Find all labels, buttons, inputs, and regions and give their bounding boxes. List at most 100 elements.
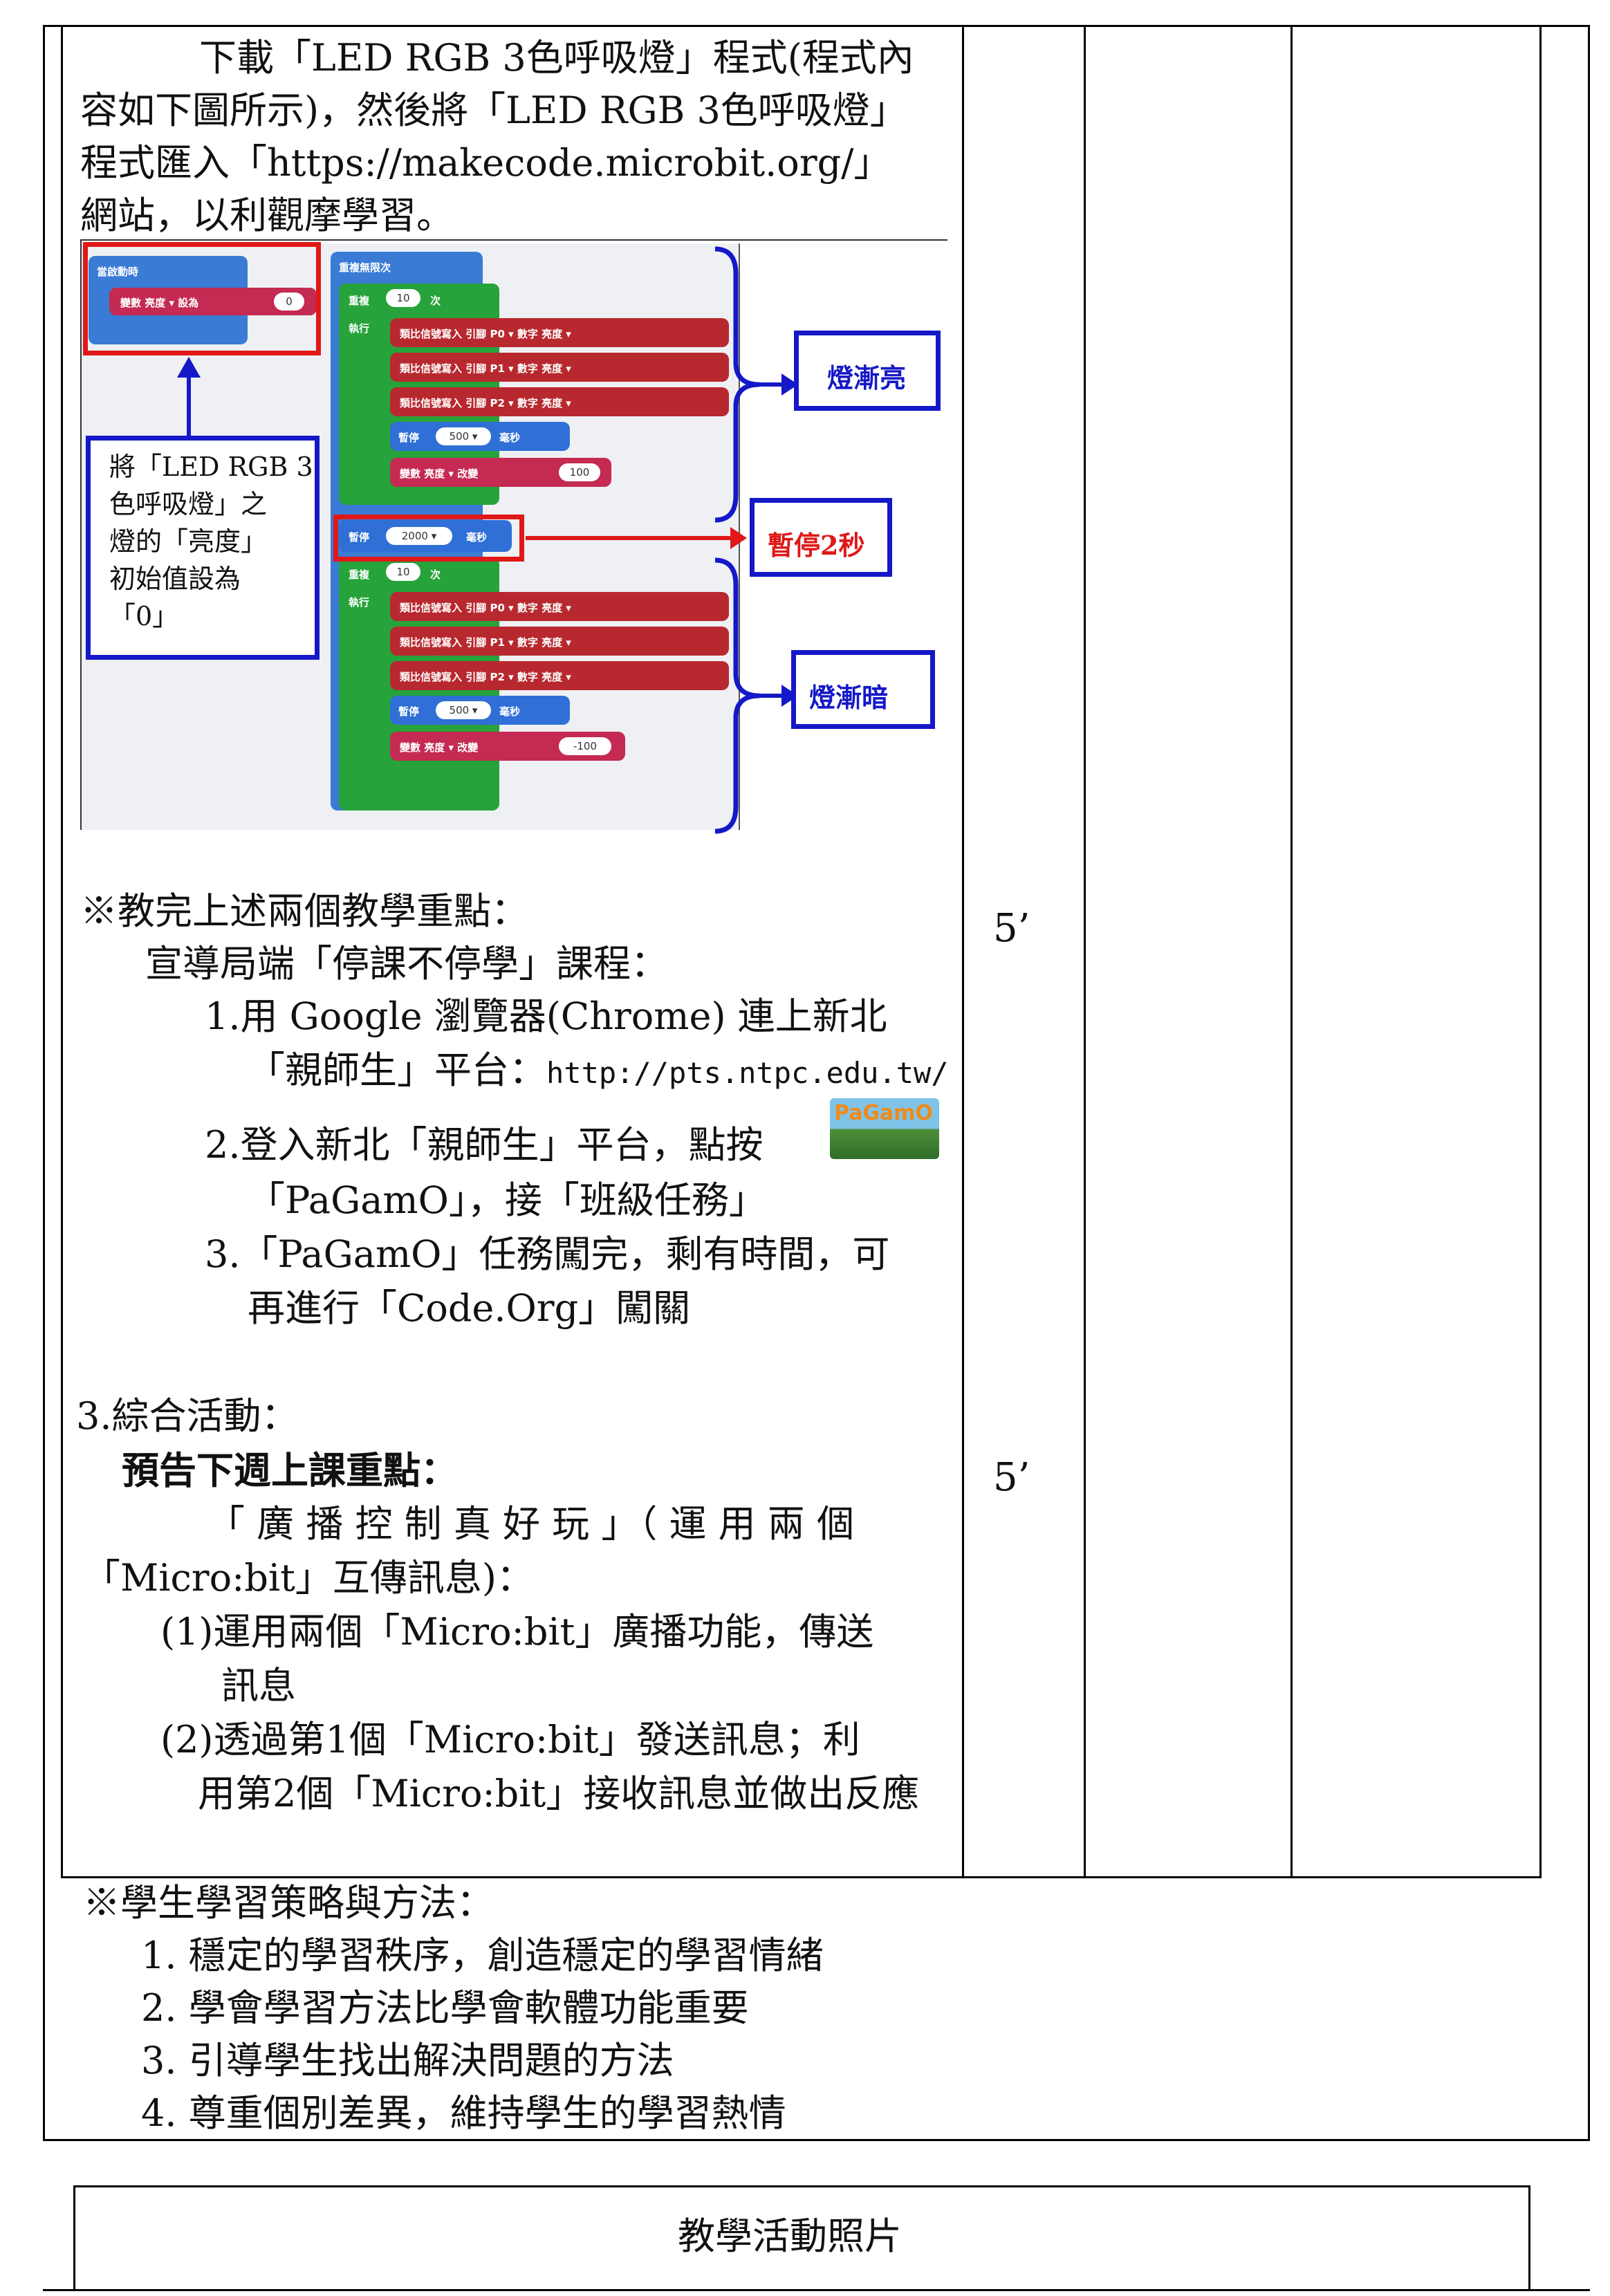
note-line-4: 初始值設為 (109, 564, 241, 594)
photo-box-top (73, 2185, 1530, 2187)
col-divider-1 (962, 25, 964, 1878)
photo-section-title: 教學活動照片 (678, 2214, 902, 2258)
page-bottom-border (43, 2289, 1590, 2291)
callout-dim-text: 燈漸暗 (809, 682, 889, 713)
strategy-item-2: 2. 學會學習方法比學會軟體功能重要 (141, 1986, 749, 2030)
repeat-1-label: 重複 (349, 295, 370, 307)
analog-write-p1-2-label: 類比信號寫入 引腳 P1 ▾ 數字 亮度 ▾ (400, 636, 571, 649)
analog-write-p0-1 (390, 318, 729, 347)
callout-dim-box (791, 650, 935, 729)
strategy-bottom-border (43, 2139, 1590, 2141)
pause-500-1-ms: 毫秒 (499, 432, 521, 444)
strategy-item-3: 3. 引導學生找出解決問題的方法 (141, 2039, 674, 2082)
callout-pause-text: 暫停2秒 (768, 530, 865, 561)
pause-500-2-ms: 毫秒 (499, 705, 521, 718)
note-line-3: 燈的「亮度」 (109, 526, 268, 557)
lesson-item2-a: 2.登入新北「親師生」平台，點按 (205, 1123, 764, 1167)
time-cell-1: 5’ (993, 906, 1030, 951)
analog-write-p0-2-label: 類比信號寫入 引腳 P0 ▾ 數字 亮度 ▾ (400, 602, 571, 614)
lesson-item1-b-text: 「親師生」平台： (248, 1048, 546, 1092)
set-variable-label: 變數 亮度 ▾ 設為 (120, 297, 199, 309)
analog-write-p2-1-label: 類比信號寫入 引腳 P2 ▾ 數字 亮度 ▾ (400, 397, 571, 409)
lesson-p1-a: (1)運用兩個「Micro:bit」廣播功能，傳送 (160, 1610, 874, 1654)
pagamo-logo-image: PaGamO (830, 1098, 939, 1159)
note-line-1: 將「LED RGB 3 (109, 452, 313, 482)
note-line-5: 「0」 (109, 601, 179, 631)
lesson-item1-b: 「親師生」平台：http://pts.ntpc.edu.tw/ (248, 1044, 949, 1100)
repeat-1-do: 執行 (349, 322, 370, 335)
highlight-on-start (83, 242, 321, 355)
lesson-topic-a: 「 廣 播 控 制 真 好 玩 」（ 運 用 兩 個 (207, 1502, 854, 1546)
repeat-2-label: 重複 (349, 568, 370, 581)
strategy-item-4: 4. 尊重個別差異，維持學生的學習熱情 (141, 2091, 786, 2135)
photo-box-left (73, 2185, 75, 2289)
lesson-p2-a: (2)透過第1個「Micro:bit」發送訊息；利 (160, 1718, 860, 1761)
arrow-pause-head (730, 527, 747, 549)
note-line-2: 色呼吸燈」之 (109, 489, 268, 519)
analog-write-p2-2-label: 類比信號寫入 引腳 P2 ▾ 數字 亮度 ▾ (400, 671, 571, 683)
lesson-item3-a: 3.「PaGamO」任務闖完，剩有時間，可 (205, 1232, 890, 1276)
intro-line-1: 下載「LED RGB 3色呼吸燈」程式(程式內 (199, 36, 914, 80)
pause-500-1-value: 500 ▾ (436, 427, 491, 445)
arrow-up-shaft (187, 373, 191, 437)
intro-line-2: 容如下圖所示)，然後將「LED RGB 3色呼吸燈」 (80, 89, 907, 132)
pagamo-logo-text: PaGamO (834, 1101, 934, 1125)
lesson-item2-b: 「PaGamO」，接「班級任務」 (248, 1178, 766, 1222)
change-up-label: 變數 亮度 ▾ 改變 (400, 467, 479, 480)
pause-500-2-value: 500 ▾ (436, 701, 491, 719)
change-up-value: 100 (559, 463, 600, 481)
pause-2000-value: 2000 ▾ (386, 527, 452, 545)
col-divider-2 (1084, 25, 1086, 1878)
lesson-topic-b: 「Micro:bit」互傳訊息)： (83, 1556, 534, 1600)
highlight-pause-2000 (333, 515, 524, 562)
lesson-summary: 3.綜合活動： (76, 1394, 299, 1438)
pause-500-1-label: 暫停 (398, 432, 420, 444)
image-left-rule (80, 239, 82, 830)
analog-write-p0-1-label: 類比信號寫入 引腳 P0 ▾ 數字 亮度 ▾ (400, 328, 571, 340)
row-bottom-border (61, 1876, 1542, 1878)
on-start-label: 當啟動時 (97, 266, 139, 278)
repeat-1-times: 10 (386, 289, 420, 307)
analog-write-p2-2 (390, 661, 729, 690)
photo-box-right (1528, 2185, 1530, 2289)
callout-brighten-box (794, 331, 941, 411)
inner-right-border (1539, 25, 1542, 1878)
outer-right-border (1588, 25, 1590, 2141)
pause-500-2-label: 暫停 (398, 705, 420, 718)
note-box (86, 436, 320, 660)
arrow-brighten-shaft (757, 382, 784, 387)
inner-left-border (61, 25, 63, 1878)
analog-write-p1-1 (390, 353, 729, 382)
repeat-2-do: 執行 (349, 596, 370, 609)
analog-write-p0-2 (390, 592, 729, 621)
repeat-1-unit: 次 (430, 295, 441, 307)
lesson-after: ※教完上述兩個教學重點： (80, 889, 528, 933)
change-down-label: 變數 亮度 ▾ 改變 (400, 741, 479, 754)
intro-line-4: 網站，以利觀摩學習。 (80, 194, 454, 237)
repeat-2-unit: 次 (430, 568, 441, 581)
arrow-up-head (177, 357, 201, 378)
lesson-item3-b: 再進行「Code.Org」闖關 (248, 1286, 691, 1330)
callout-pause-box (750, 498, 892, 577)
col-divider-3 (1290, 25, 1293, 1878)
strategy-title: ※學生學習策略與方法： (83, 1881, 494, 1925)
time-cell-2: 5’ (993, 1455, 1030, 1500)
analog-write-p2-1 (390, 387, 729, 416)
set-variable-value: 0 (274, 293, 304, 311)
lesson-preview: 預告下週上課重點： (122, 1448, 458, 1492)
lesson-p1-b: 訊息 (221, 1664, 296, 1707)
forever-label: 重複無限次 (339, 261, 391, 274)
lesson-promote: 宣導局端「停課不停學」課程： (145, 942, 668, 985)
callout-brighten-text: 燈漸亮 (827, 362, 907, 394)
lesson-item1-a: 1.用 Google 瀏覽器(Chrome) 連上新北 (205, 994, 887, 1038)
analog-write-p1-2 (390, 627, 729, 656)
pause-2000-label: 暫停 (349, 531, 370, 544)
strategy-item-1: 1. 穩定的學習秩序，創造穩定的學習情緒 (141, 1934, 824, 1977)
change-down-value: -100 (559, 737, 611, 755)
outer-left-border (43, 25, 45, 2141)
lesson-item1-url[interactable]: http://pts.ntpc.edu.tw/ (546, 1056, 949, 1090)
image-top-rule (80, 239, 947, 241)
pause-2000-ms: 毫秒 (466, 531, 488, 544)
outer-top-border (43, 25, 1590, 27)
lesson-p2-b: 用第2個「Micro:bit」接收訊息並做出反應 (198, 1772, 920, 1815)
